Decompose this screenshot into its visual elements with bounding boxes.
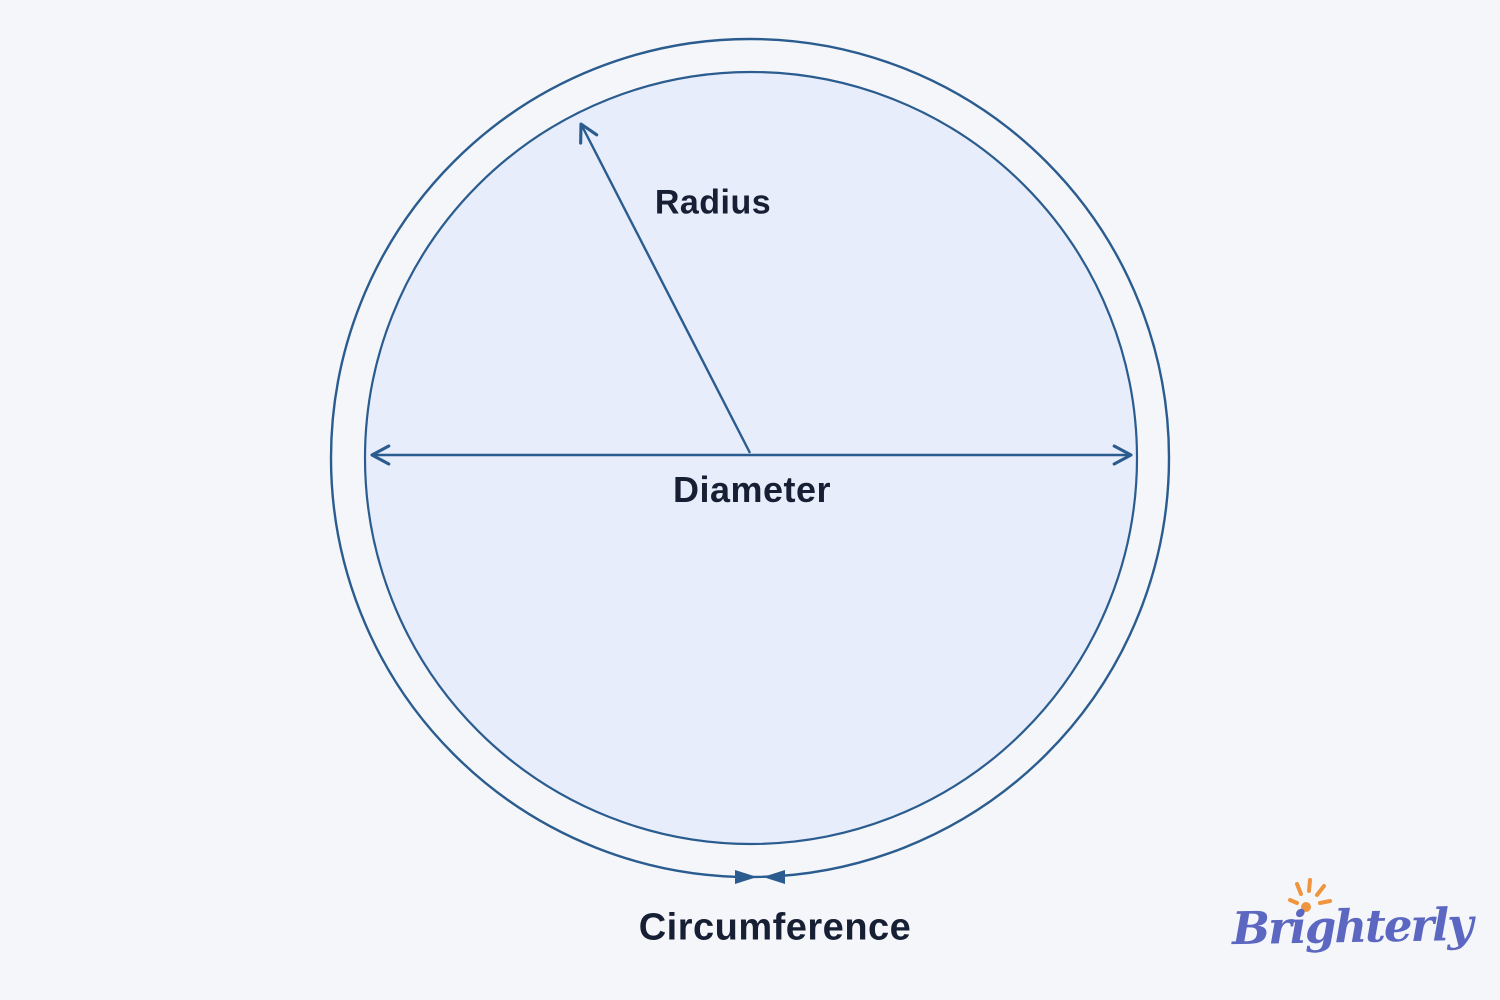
diameter-label: Diameter: [672, 469, 832, 510]
radius-arrow: [579, 122, 752, 454]
circumference-marker: [735, 870, 785, 884]
sunburst-icon: [1288, 878, 1332, 912]
brighterly-logo: Brighterly: [1232, 878, 1472, 978]
circumference-label: Circumference: [638, 906, 912, 949]
logo-wordmark: Brighterly: [1231, 897, 1472, 956]
radius-label: Radius: [654, 183, 772, 222]
